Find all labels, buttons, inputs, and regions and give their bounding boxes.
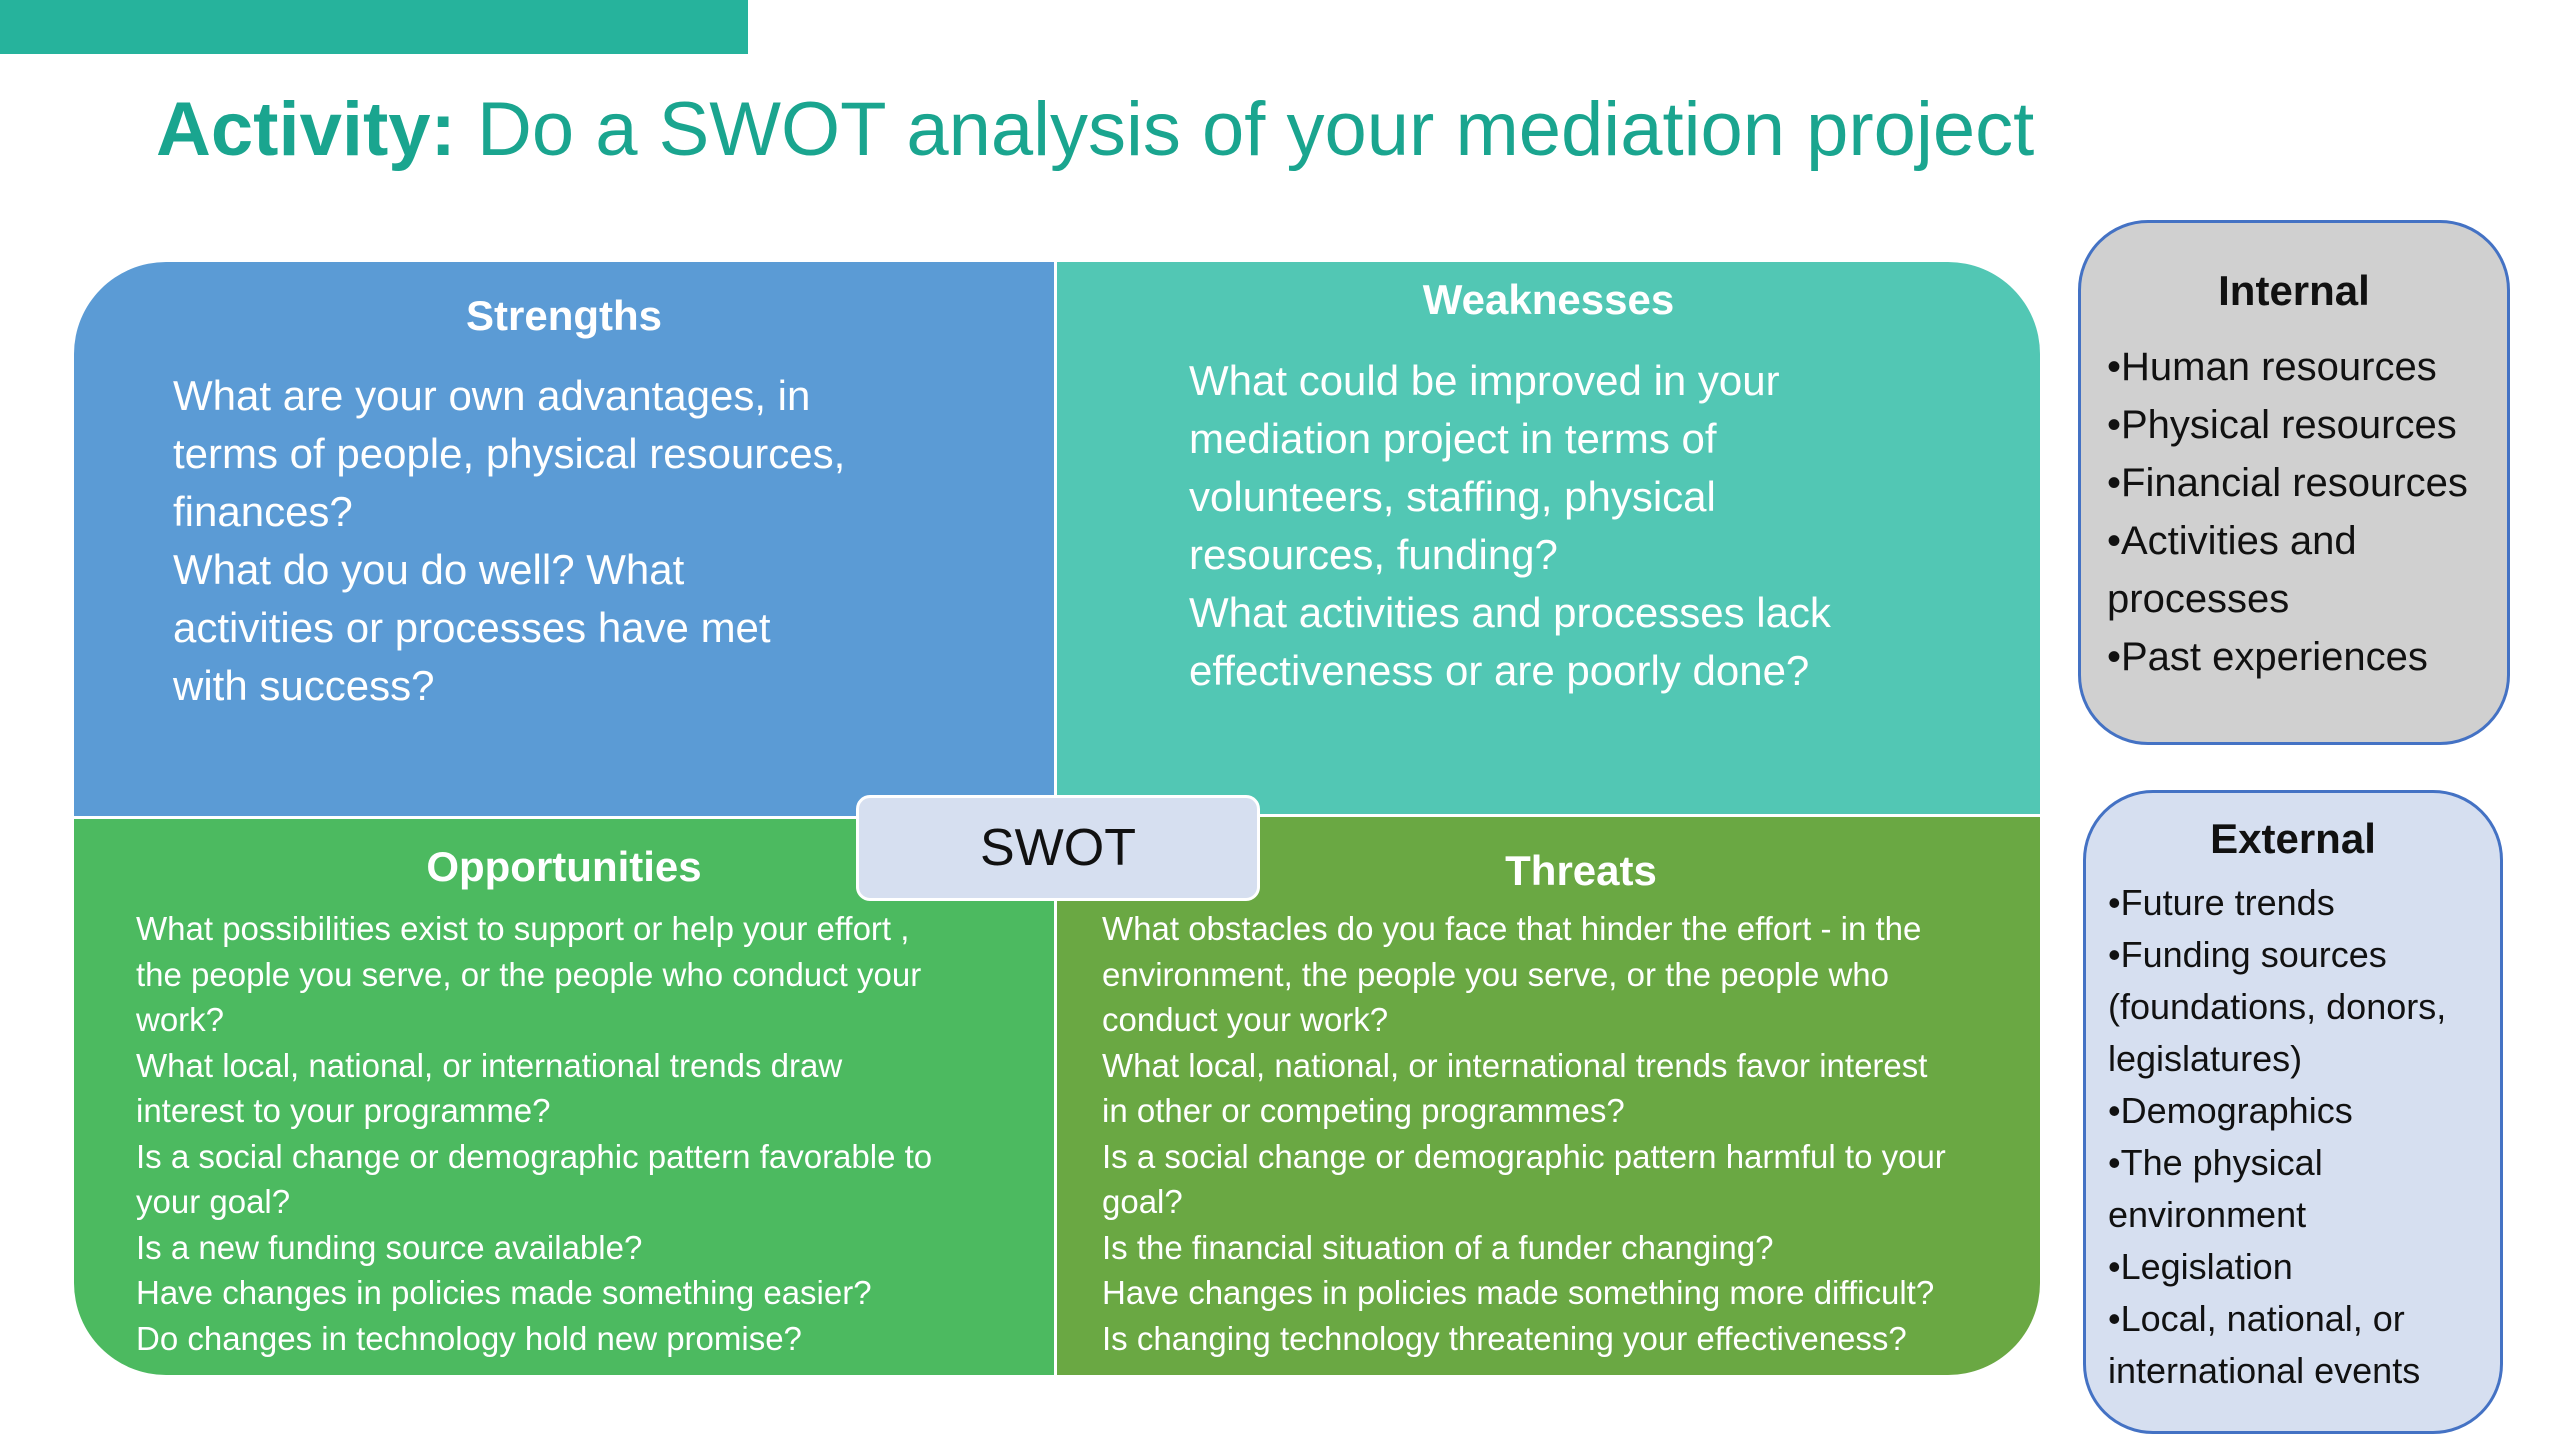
opportunities-line: the people you serve, or the people who … [136,955,922,993]
opportunities-line: What local, national, or international t… [136,1046,843,1084]
list-item: international events [2108,1350,2421,1391]
opportunities-text: What possibilities exist to support or h… [136,906,932,1361]
threats-quadrant: Threats What obstacles do you face that … [1057,817,2040,1375]
list-item: (foundations, donors, [2108,986,2447,1027]
external-heading: External [2210,815,2376,862]
opportunities-quadrant: Opportunities What possibilities exist t… [74,819,1057,1375]
threats-line: Is a social change or demographic patter… [1102,1137,1946,1175]
threats-line: Is the financial situation of a funder c… [1102,1228,1774,1266]
list-item: •Human resources [2107,345,2437,389]
list-item: •The physical [2108,1142,2323,1183]
weaknesses-line: What activities and processes lack [1189,589,1831,636]
strengths-line: finances? [173,488,353,535]
strengths-line: What are your own advantages, in [173,372,811,419]
swot-center-label: SWOT [856,795,1260,901]
strengths-line: What do you do well? What [173,546,685,593]
weaknesses-quadrant: Weaknesses What could be improved in you… [1057,262,2040,817]
list-item: •Legislation [2108,1246,2293,1287]
list-item: •Past experiences [2107,635,2428,679]
threats-line: What obstacles do you face that hinder t… [1102,910,1922,947]
threats-line: environment, the people you serve, or th… [1102,955,1890,993]
list-item: •Financial resources [2107,461,2468,505]
opportunities-line: interest to your programme? [136,1092,551,1129]
title-text: Do a SWOT analysis of your mediation pro… [455,87,2035,172]
list-item: legislatures) [2108,1038,2303,1079]
external-list: •Future trends •Funding sources (foundat… [2108,877,2446,1397]
opportunities-line: your goal? [136,1183,291,1220]
list-item: processes [2107,577,2290,621]
threats-heading: Threats [1505,847,1657,894]
weaknesses-line: volunteers, staffing, physical [1189,473,1716,520]
threats-text: What obstacles do you face that hinder t… [1102,906,1946,1361]
accent-bar [0,0,748,54]
list-item: •Future trends [2108,882,2335,923]
threats-line: goal? [1102,1183,1183,1220]
internal-factors-box: Internal •Human resources •Physical reso… [2078,220,2510,745]
threats-line: Have changes in policies made something … [1102,1274,1935,1311]
internal-heading: Internal [2218,267,2370,314]
strengths-line: activities or processes have met [173,604,771,651]
strengths-line: with success? [173,662,435,709]
strengths-text: What are your own advantages, in terms o… [173,367,845,715]
threats-line: conduct your work? [1102,1001,1389,1038]
list-item: •Funding sources [2108,934,2387,975]
threats-line: in other or competing programmes? [1102,1092,1625,1129]
external-factors-box: External •Future trends •Funding sources… [2083,790,2503,1434]
weaknesses-line: resources, funding? [1189,531,1558,578]
list-item: •Activities and [2107,519,2357,563]
opportunities-line: Do changes in technology hold new promis… [136,1319,802,1357]
opportunities-line: What possibilities exist to support or h… [136,910,910,947]
weaknesses-heading: Weaknesses [1422,276,1675,323]
opportunities-line: Is a new funding source available? [136,1228,643,1266]
title-prefix: Activity: [156,87,456,172]
weaknesses-line: What could be improved in your [1189,357,1780,404]
weaknesses-line: mediation project in terms of [1189,415,1717,462]
weaknesses-text: What could be improved in your mediation… [1189,352,1831,700]
threats-line: Is changing technology threatening your … [1102,1319,1907,1357]
internal-list: •Human resources •Physical resources •Fi… [2107,338,2468,686]
list-item: •Local, national, or [2108,1298,2405,1339]
page-title: Activity: Do a SWOT analysis of your med… [156,82,2456,178]
list-item: •Demographics [2108,1090,2353,1131]
list-item: •Physical resources [2107,403,2457,447]
opportunities-line: work? [136,1001,225,1038]
opportunities-heading: Opportunities [426,843,702,890]
list-item: environment [2108,1194,2307,1235]
opportunities-line: Is a social change or demographic patter… [136,1137,933,1175]
strengths-line: terms of people, physical resources, [173,430,846,477]
opportunities-line: Have changes in policies made something … [136,1274,872,1311]
weaknesses-line: effectiveness or are poorly done? [1189,647,1810,694]
strengths-heading: Strengths [465,292,662,339]
threats-line: What local, national, or international t… [1102,1046,1928,1084]
strengths-quadrant: Strengths What are your own advantages, … [74,262,1057,819]
